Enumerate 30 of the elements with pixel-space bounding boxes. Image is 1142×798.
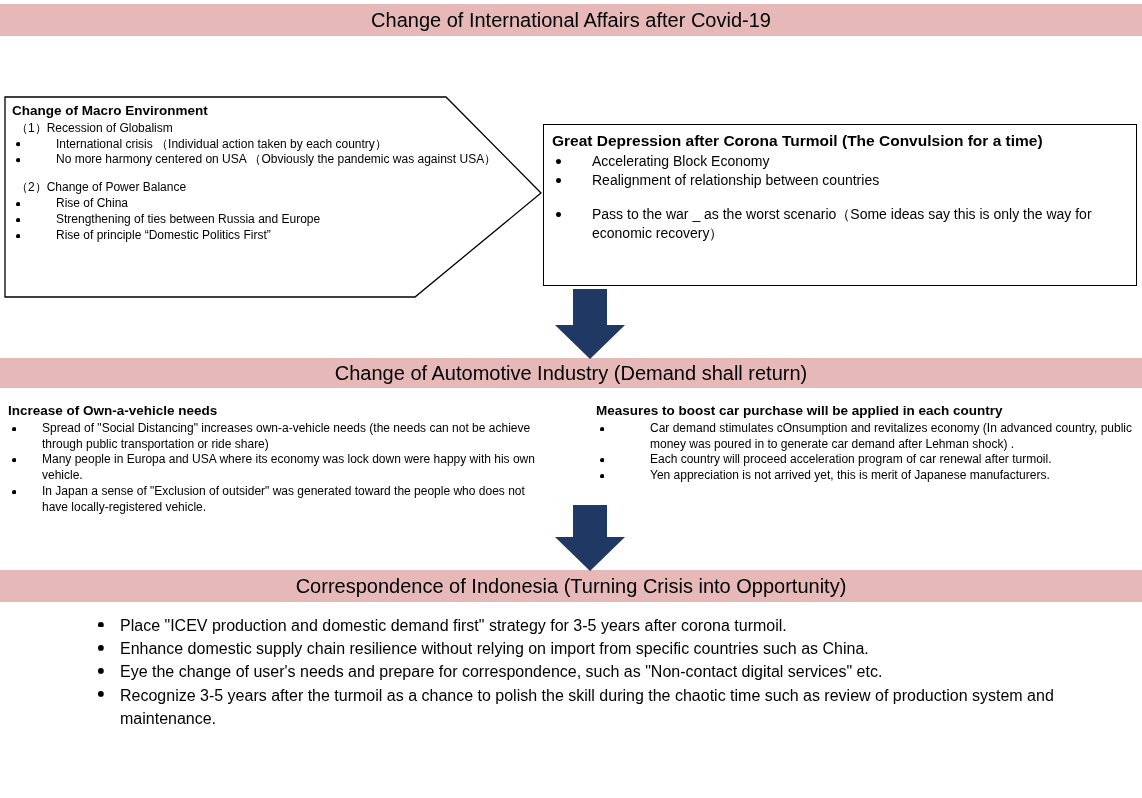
section-heading: Increase of Own-a-vehicle needs <box>8 402 219 420</box>
bullet-item: Rise of China <box>56 196 129 211</box>
bullet-item: Many people in Europa and USA where its economy was lock down were happy with his own vehicle. <box>42 452 535 483</box>
section-heading: Measures to boost car purchase will be applied in each country <box>596 402 1004 420</box>
text-box <box>543 124 1137 286</box>
bullet-item: Recognize 3-5 years after the turmoil as a chance to polish the skill during the chaotic time such as review of production system and maintenance. <box>120 686 1054 727</box>
bullet-item: Eye the change of user's needs and prepare for correspondence, such as "Non-contact digital services" etc. <box>120 663 883 681</box>
bullet-item: Pass to the war _ as the worst scenario（Some ideas say this is only the way for economic recovery） <box>592 206 1092 241</box>
bullet-item: International crisis （Individual action taken by each country） <box>56 136 387 151</box>
bullet-item: Accelerating Block Economy <box>592 153 770 170</box>
section-heading: Great Depression after Corona Turmoil (The Convulsion for a time) <box>552 131 1044 151</box>
bullet-item: Rise of principle “Domestic Politics First” <box>56 227 271 242</box>
bullet-item: Enhance domestic supply chain resilience without relying on import from specific countries such as China. <box>120 640 869 658</box>
down-arrow <box>555 505 625 571</box>
down-arrow <box>555 289 625 359</box>
bullet-item: Each country will proceed acceleration program of car renewal after turmoil. <box>650 452 1052 467</box>
bullet-item: Car demand stimulates cOnsumption and revitalizes economy (In advanced country, public money was poured in to generate car demand after Lehman shock) . <box>650 420 1132 451</box>
bullet-item: No more harmony centered on USA （Obviously the pandemic was against USA） <box>56 152 497 167</box>
bullet-item: Spread of "Social Distancing" increases own-a-vehicle needs (the needs can not be achieve through public transportation or ride share) <box>42 420 531 451</box>
bullet-item: Strengthening of ties between Russia and Europe <box>56 211 321 226</box>
numbered-subheading: （1）Recession of Globalism <box>15 120 174 137</box>
bullet-item: Realignment of relationship between countries <box>592 171 880 188</box>
title-banner: Change of International Affairs after Covid-19 <box>0 4 1142 36</box>
title-banner: Correspondence of Indonesia (Turning Crisis into Opportunity) <box>0 570 1142 602</box>
title-banner: Change of Automotive Industry (Demand shall return) <box>0 358 1142 388</box>
bullet-item: In Japan a sense of "Exclusion of outsider" was generated toward the people who does not have locally-registered vehicle. <box>42 484 525 514</box>
numbered-subheading: （2）Change of Power Balance <box>15 180 188 197</box>
section-heading: Change of Macro Environment <box>12 102 209 120</box>
bullet-item: Yen appreciation is not arrived yet, this is merit of Japanese manufacturers. <box>650 468 1050 483</box>
bullet-item: Place "ICEV production and domestic demand first" strategy for 3-5 years after corona turmoil. <box>120 617 787 634</box>
